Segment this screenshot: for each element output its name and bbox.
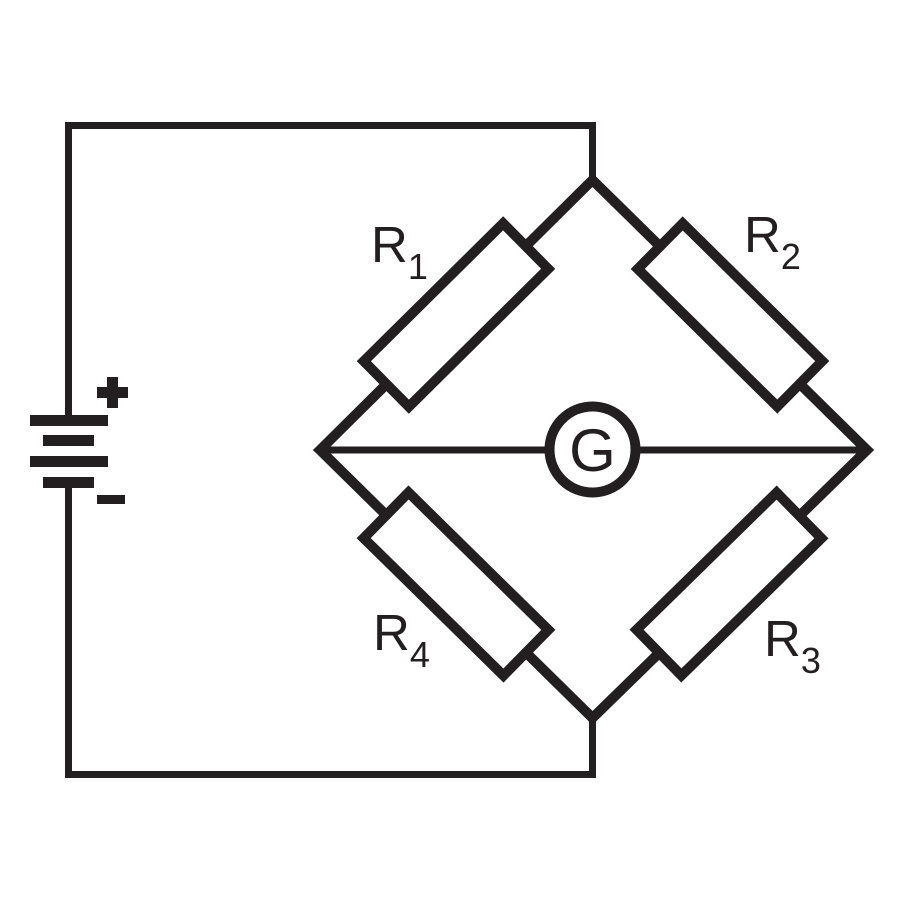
resistor-r3-label-sub: 3	[801, 640, 821, 681]
resistor-r2-label-base: R	[744, 206, 781, 263]
resistor-r3-label-base: R	[764, 610, 801, 667]
resistor-r4-body	[356, 485, 556, 683]
resistor-r4-label-sub: 4	[410, 634, 430, 675]
battery-positive-sign	[97, 377, 128, 408]
resistor-r1-body	[356, 216, 556, 414]
wire-battery-positive-to-bridge-top	[65, 122, 596, 416]
resistor-r3-body	[629, 485, 829, 683]
resistor-r1-label: R1	[371, 216, 428, 287]
resistor-r3-label: R3	[764, 610, 821, 681]
wire-bridge-bottom-to-battery-negative	[65, 487, 596, 778]
battery-plate-short-upper	[43, 435, 94, 446]
plus-icon	[107, 377, 118, 408]
resistor-r2-body	[630, 216, 830, 414]
resistor-r4-label-base: R	[373, 604, 410, 661]
battery-plate-long-top	[30, 415, 108, 426]
resistor-r2-label-sub: 2	[781, 236, 801, 277]
resistor-r2-label: R2	[744, 206, 801, 277]
minus-icon	[97, 495, 125, 504]
resistor-r4-label: R4	[373, 604, 430, 675]
galvanometer-label: G	[569, 417, 616, 484]
battery-plate-long-lower	[30, 456, 108, 467]
battery-symbol	[30, 377, 128, 504]
galvanometer-circle	[544, 401, 641, 498]
resistor-r1-label-base: R	[371, 216, 408, 273]
battery-plate-short-bottom	[43, 477, 94, 488]
resistor-r1-label-sub: 1	[408, 246, 428, 287]
battery-negative-sign	[97, 495, 125, 504]
